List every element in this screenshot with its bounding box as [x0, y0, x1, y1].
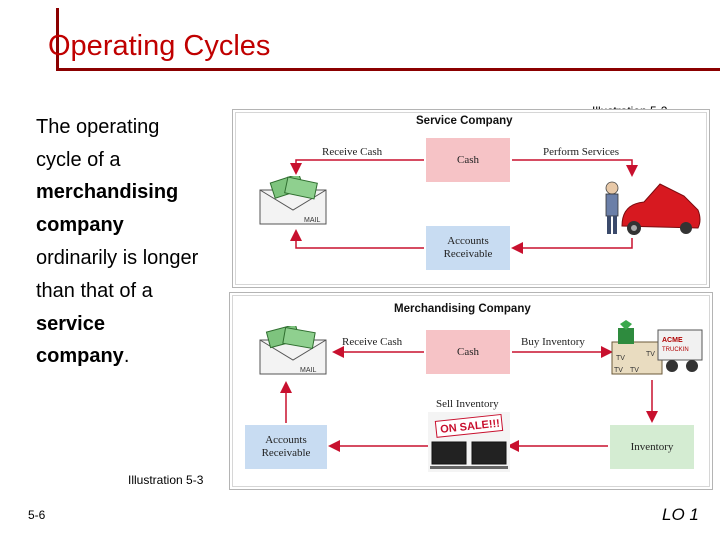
service-cash-box: Cash	[426, 138, 510, 182]
service-diagram-title: Service Company	[416, 115, 513, 127]
mail-envelope-icon: MAIL	[259, 176, 327, 225]
service-receivable-line-1: Accounts	[447, 235, 489, 247]
body-line-4: company	[36, 214, 124, 236]
body-line-8: company.	[36, 345, 129, 367]
tv-box-label-2: TV	[646, 351, 655, 358]
illustration-5-3-caption: Illustration 5-3	[128, 473, 204, 487]
merch-receive-cash-label: Receive Cash	[342, 336, 403, 348]
body-line-2: cycle of a	[36, 149, 121, 171]
page-number: 5-6	[28, 508, 46, 522]
body-line-6: than that of a	[36, 280, 153, 302]
body-line-5: ordinarily is longer	[36, 247, 199, 269]
on-sale-sign-icon: ON SALE!!!	[428, 412, 510, 472]
learning-objective: LO 1	[662, 505, 699, 524]
service-receivable-line-2: Receivable	[443, 248, 493, 260]
body-line-8-word: company	[36, 345, 124, 367]
service-envelope-label: MAIL	[304, 217, 320, 224]
truck-label-line-1: ACME	[662, 337, 683, 344]
merch-inventory-label: Inventory	[630, 440, 674, 453]
merch-inventory-box: Inventory	[610, 425, 694, 469]
merch-panel-inner-border	[232, 295, 710, 487]
tv-box-label-1: TV	[616, 355, 625, 362]
service-perform-services-label: Perform Services	[543, 146, 620, 158]
service-cash-label: Cash	[457, 153, 479, 166]
merch-diagram-title: Merchandising Company	[394, 303, 531, 315]
tv-box-label-3: TV	[614, 367, 623, 374]
merch-buy-inventory-label: Buy Inventory	[521, 336, 585, 348]
slide-title: Operating Cycles	[48, 30, 271, 62]
mechanic-car-icon	[605, 181, 701, 235]
body-line-3: merchandising	[36, 181, 179, 203]
merch-cash-label: Cash	[457, 345, 479, 358]
service-arrow-perform-services	[512, 159, 638, 177]
title-left-rule	[56, 8, 59, 70]
merch-mail-envelope-icon: MAIL	[259, 326, 327, 375]
merch-sell-inventory-label: Sell Inventory	[436, 398, 499, 410]
body-line-8-period: .	[123, 345, 130, 367]
title-underline	[56, 68, 720, 71]
truck-label-line-2: TRUCKIN	[662, 347, 689, 353]
body-line-7: service	[36, 313, 105, 335]
service-panel-inner-border	[235, 112, 707, 285]
service-arrow-receive-cash	[290, 159, 424, 175]
merch-receivable-line-1: Accounts	[265, 434, 307, 446]
body-line-1: The operating	[36, 116, 160, 138]
merch-receivable-line-2: Receivable	[261, 447, 311, 459]
service-arrow-receivable-to-mail	[290, 229, 424, 249]
delivery-truck-icon: ACME TRUCKIN TV TV TV TV	[611, 320, 703, 375]
service-arrow-services-to-receivable	[511, 238, 633, 254]
merch-envelope-label: MAIL	[300, 367, 316, 374]
service-receive-cash-label: Receive Cash	[322, 146, 383, 158]
merch-cash-box: Cash	[426, 330, 510, 374]
tv-box-label-4: TV	[630, 367, 639, 374]
